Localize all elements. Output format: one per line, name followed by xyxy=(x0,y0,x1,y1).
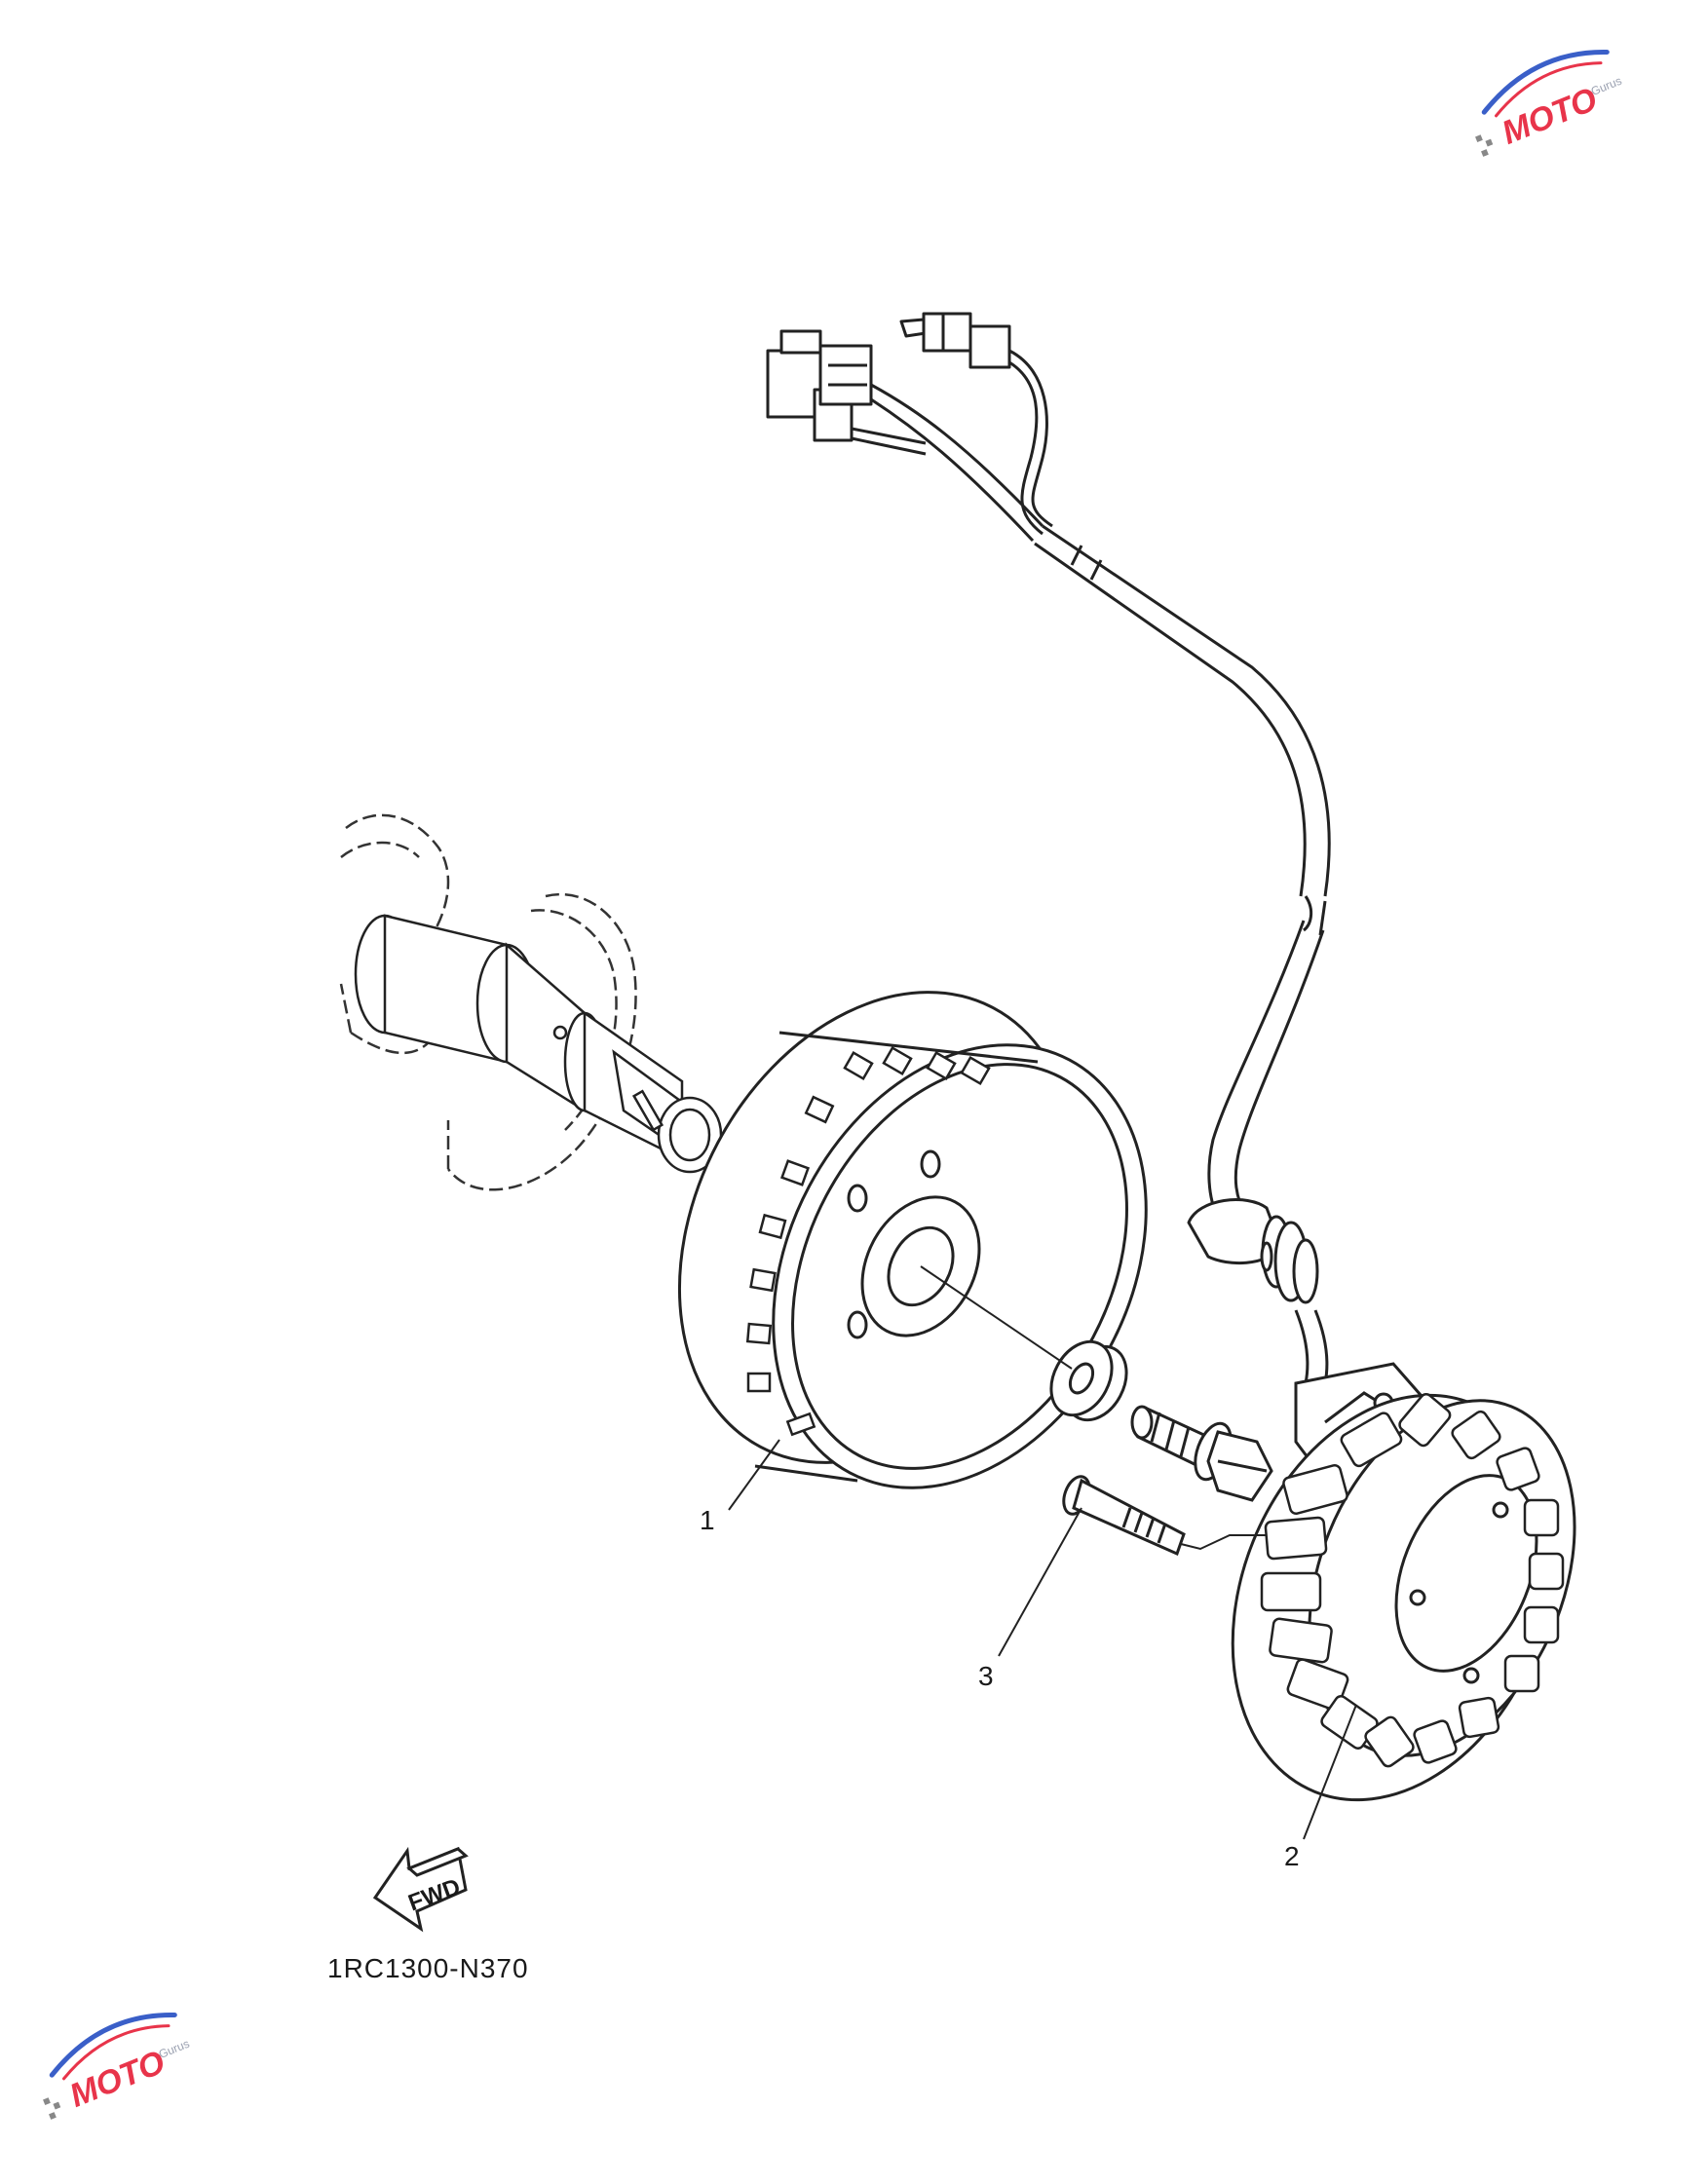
callout-2: 2 xyxy=(1284,1841,1300,1871)
callout-leaders xyxy=(728,1439,1357,1840)
cable-grommet xyxy=(1187,1198,1319,1304)
watermark-sub: Gurus xyxy=(157,2037,192,2061)
drawing-code: 1RC1300-N370 xyxy=(327,1953,529,1983)
multi-pin-connector xyxy=(766,329,873,442)
crankshaft-journal xyxy=(354,914,723,1174)
washer xyxy=(1049,1339,1128,1422)
callout-1: 1 xyxy=(700,1505,715,1535)
wire-harness xyxy=(766,312,1331,1384)
assembly-axis-lines xyxy=(920,1265,1267,1551)
part-1-rotor xyxy=(677,991,1148,1489)
rotor-slots xyxy=(745,1045,991,1437)
two-pin-connector xyxy=(899,312,1011,369)
watermark-brand: MOTO xyxy=(1497,81,1602,152)
stator-poles xyxy=(1260,1393,1565,1768)
callout-3: 3 xyxy=(978,1661,994,1691)
moto-gurus-watermark-bottom: MOTO Gurus xyxy=(43,2012,192,2120)
rotor-bolt xyxy=(1130,1405,1273,1502)
moto-gurus-watermark-top: MOTO Gurus xyxy=(1475,49,1624,157)
part-3-screw xyxy=(1062,1475,1186,1557)
watermark-sub: Gurus xyxy=(1589,74,1624,98)
fwd-arrow-icon: FWD xyxy=(372,1846,469,1933)
part-2-stator xyxy=(1231,1362,1576,1802)
watermark-brand: MOTO xyxy=(64,2044,170,2115)
